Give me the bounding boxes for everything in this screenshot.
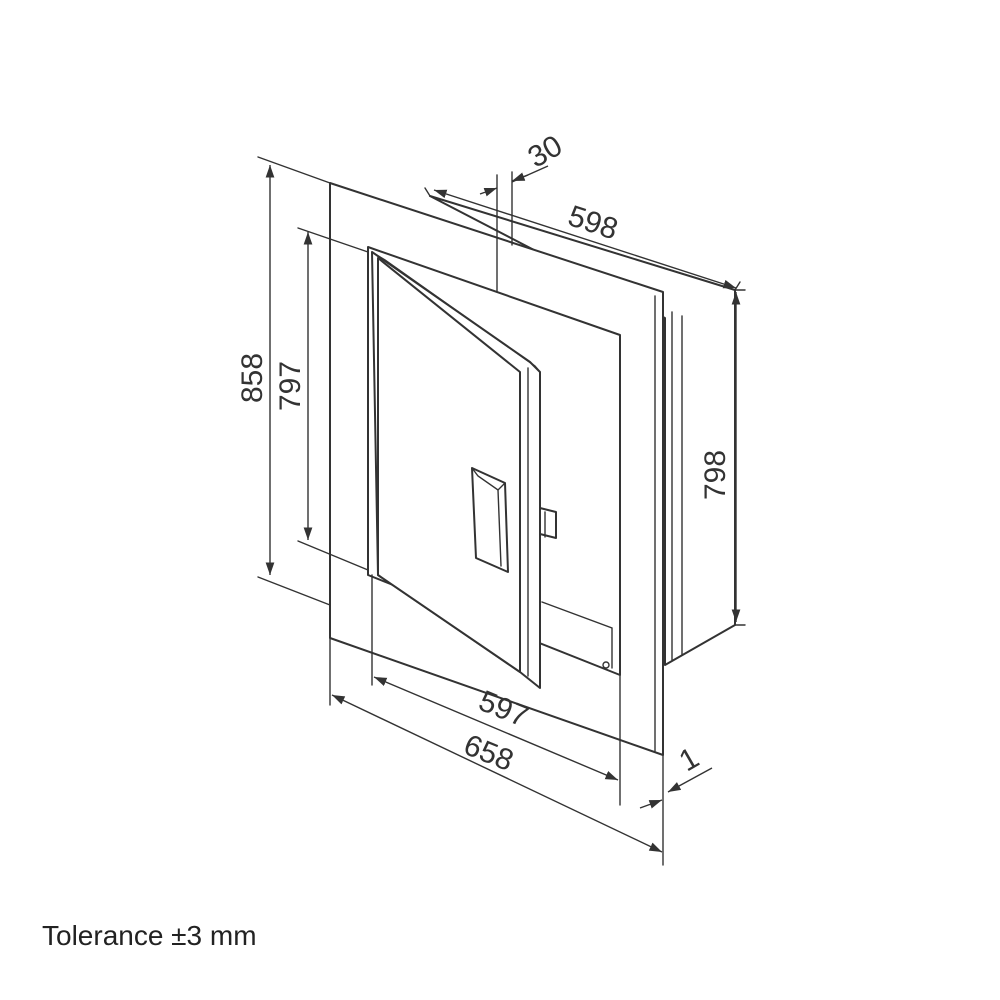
dim-797-label: 797 <box>274 361 307 411</box>
dim-798-label: 798 <box>699 450 732 500</box>
door-leaf <box>371 251 557 689</box>
tolerance-caption: Tolerance ±3 mm <box>42 920 257 951</box>
dim-658-label: 658 <box>459 729 518 778</box>
dimension-frame-height: 798 <box>699 289 746 626</box>
door-handle <box>471 467 509 573</box>
dim-858-label: 858 <box>236 353 269 403</box>
dim-30-label: 30 <box>523 129 568 174</box>
dimension-opening-height: 797 <box>274 227 369 571</box>
dimension-outer-height: 858 <box>236 156 331 606</box>
dim-1-label: 1 <box>674 741 705 778</box>
